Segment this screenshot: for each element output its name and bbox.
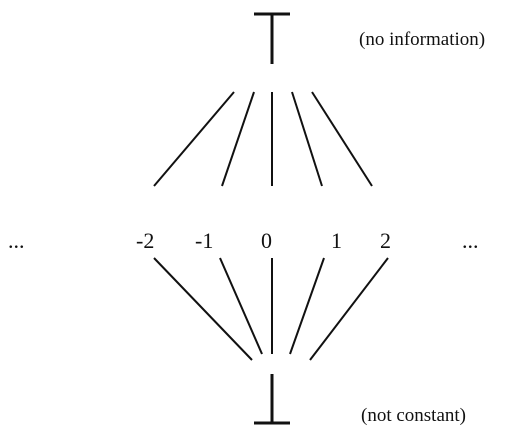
value-1: 1 — [331, 228, 342, 253]
edge-minus-1-to-bottom — [219, 257, 263, 355]
edge-minus-2-to-bottom — [153, 257, 253, 361]
edge-top-to-2 — [311, 91, 373, 187]
right-ellipsis: ... — [462, 228, 479, 253]
bottom-note: (not constant) — [361, 405, 467, 426]
value-2: 2 — [380, 228, 391, 253]
top-element-icon — [254, 12, 290, 64]
bottom-element-icon — [254, 374, 290, 425]
edge-top-to-minus-2 — [153, 91, 235, 187]
edge-1-to-bottom — [289, 257, 325, 355]
value-minus-1: -1 — [195, 228, 214, 253]
edge-top-to-1 — [291, 91, 323, 187]
value-0: 0 — [261, 228, 272, 253]
value-minus-2: -2 — [136, 228, 155, 253]
edge-top-to-minus-1 — [221, 91, 255, 187]
left-ellipsis: ... — [8, 228, 25, 253]
edge-2-to-bottom — [309, 257, 389, 361]
top-note: (no information) — [359, 29, 486, 50]
